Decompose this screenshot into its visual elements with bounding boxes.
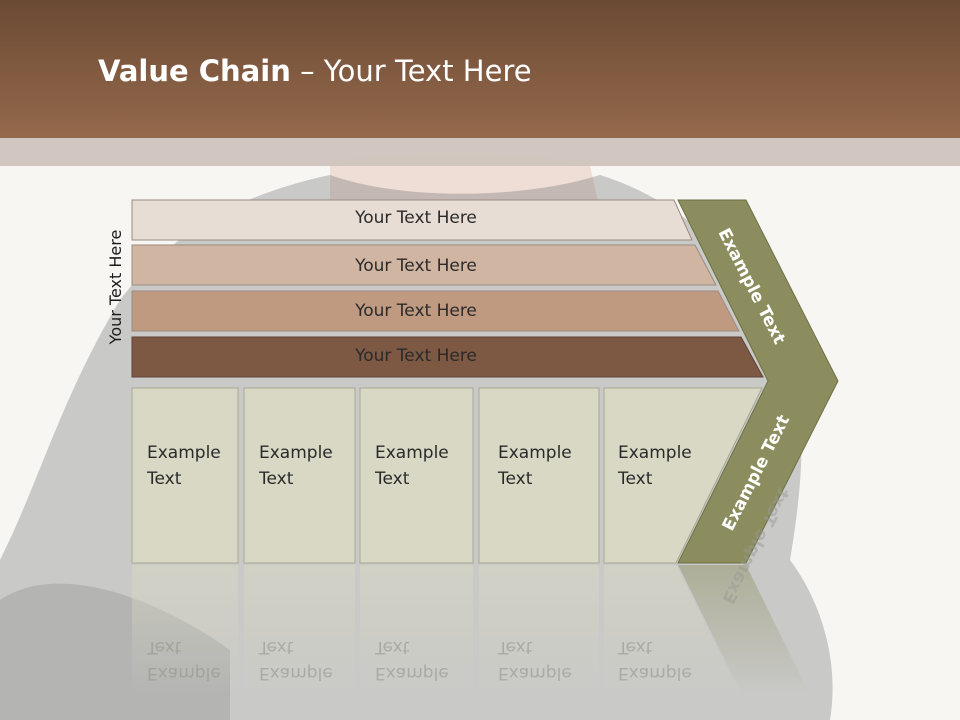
support-bar-2 (131, 244, 717, 286)
reflection-4-line2: Text (498, 637, 533, 657)
reflection-4-line1: Example (498, 663, 572, 683)
primary-box-5 (603, 387, 763, 564)
support-bar-4-label: Your Text Here (355, 346, 477, 366)
reflection-1-line2: Text (147, 637, 182, 657)
title-rest: – Your Text Here (290, 54, 532, 88)
reflection-3-line1: Example (375, 663, 449, 683)
support-bar-2-label: Your Text Here (355, 256, 477, 276)
reflection-box-5 (604, 565, 740, 695)
header-bar (0, 0, 960, 138)
reflection-box-2 (244, 565, 355, 695)
reflection-text-4: Example Text (498, 634, 572, 686)
reflection-1-line1: Example (147, 663, 221, 683)
reflection-5-line2: Text (618, 637, 653, 657)
primary-box-2-line1: Example (259, 443, 333, 463)
primary-box-3-label: Example Text (375, 440, 449, 492)
primary-box-2-line2: Text (259, 469, 294, 489)
primary-box-2 (243, 387, 356, 564)
support-bar-4 (131, 336, 764, 378)
support-bar-1 (131, 199, 693, 241)
reflection-text-1: Example Text (147, 634, 221, 686)
title-bold: Value Chain (98, 54, 291, 88)
reflection-2-line1: Example (259, 663, 333, 683)
side-label: Your Text Here (106, 229, 125, 345)
primary-box-1-label: Example Text (147, 440, 221, 492)
primary-box-4-label: Example Text (498, 440, 572, 492)
reflection-text-3: Example Text (375, 634, 449, 686)
reflection-2-line2: Text (259, 637, 294, 657)
reflection-box-4 (479, 565, 599, 695)
primary-box-5-line1: Example (618, 443, 692, 463)
primary-box-1-line2: Text (147, 469, 182, 489)
primary-box-4-line2: Text (498, 469, 533, 489)
primary-box-1 (131, 387, 239, 564)
slide-title: Value Chain – Your Text Here (98, 54, 532, 88)
reflection-text-2: Example Text (259, 634, 333, 686)
primary-box-3-line2: Text (375, 469, 410, 489)
primary-box-2-label: Example Text (259, 440, 333, 492)
primary-box-5-label: Example Text (618, 440, 692, 492)
reflection-text-5: Example Text (618, 634, 692, 686)
primary-box-3 (359, 387, 474, 564)
margin-chevron (677, 199, 839, 564)
reflection-3-line2: Text (375, 637, 410, 657)
support-bar-3 (131, 290, 740, 332)
primary-box-4-line1: Example (498, 443, 572, 463)
reflection-5-line1: Example (618, 663, 692, 683)
primary-box-3-line1: Example (375, 443, 449, 463)
header-band (0, 138, 960, 166)
primary-box-4 (478, 387, 600, 564)
support-bar-1-label: Your Text Here (355, 208, 477, 228)
support-bar-3-label: Your Text Here (355, 301, 477, 321)
primary-box-1-line1: Example (147, 443, 221, 463)
primary-box-5-line2: Text (618, 469, 653, 489)
reflection-chevron (678, 565, 810, 695)
reflection-box-1 (132, 565, 238, 695)
reflection-box-3 (360, 565, 473, 695)
